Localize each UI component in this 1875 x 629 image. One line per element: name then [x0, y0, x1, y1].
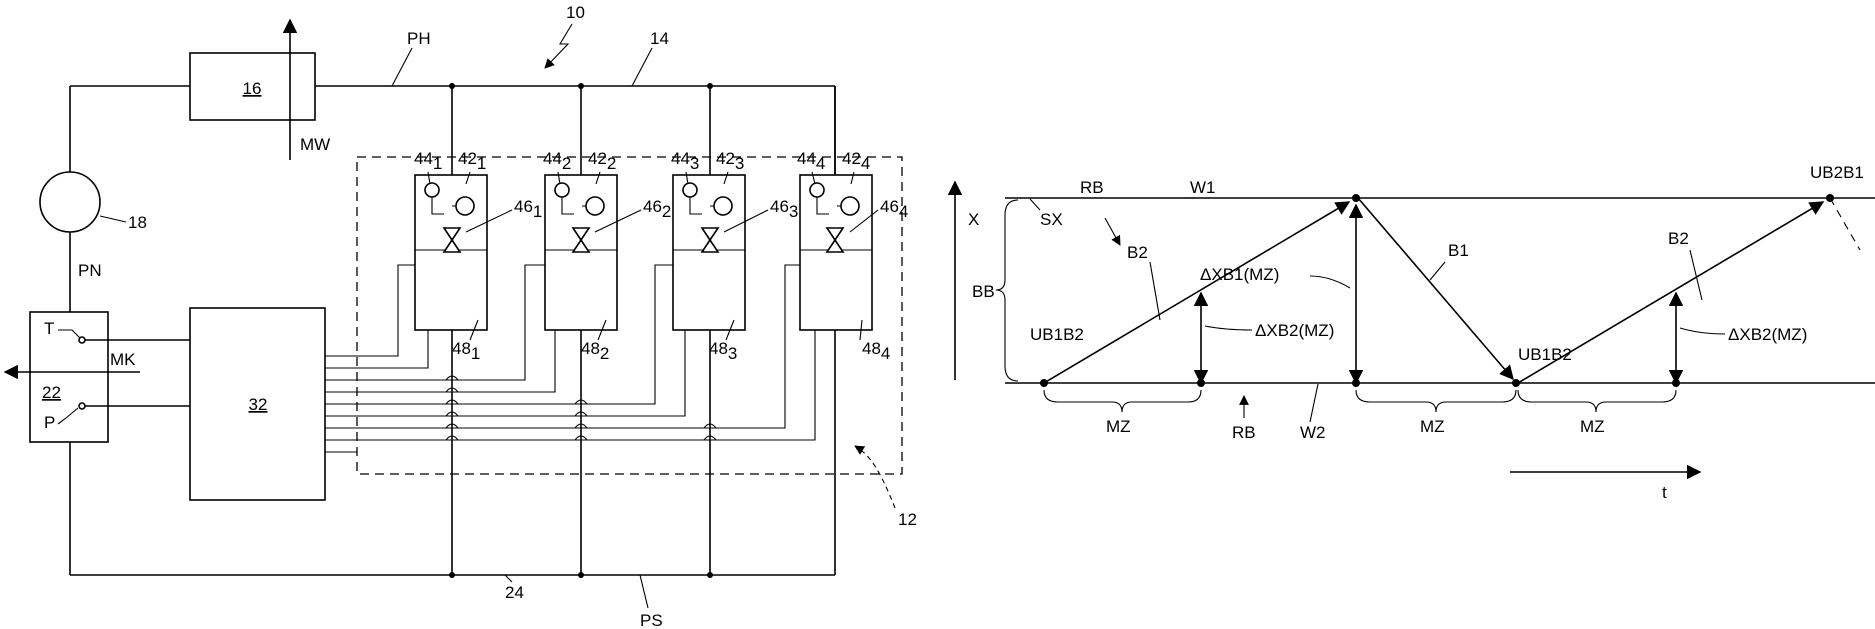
module-1-ref-42: 421: [458, 149, 486, 173]
valve-module-3: 443 423 463 483: [671, 149, 798, 363]
label-24: 24: [505, 583, 524, 602]
module-4-ref-46: 464: [880, 197, 908, 221]
hydraulic-system-diagram: 16 MW PH 10 14 18 PN T 22 P MK 32 12: [5, 3, 917, 629]
component-22-box: [30, 312, 108, 442]
label-dxb2-right: ΔXB2(MZ): [1728, 325, 1807, 344]
label-sx: SX: [1040, 210, 1063, 229]
node-top-1: [1352, 194, 1360, 202]
ref-10-pointer: [545, 24, 572, 68]
label-22: 22: [42, 383, 61, 402]
label-14: 14: [650, 29, 669, 48]
label-dxb2-left: ΔXB2(MZ): [1255, 321, 1334, 340]
label-b2-right: B2: [1668, 229, 1689, 248]
label-w1: W1: [1190, 178, 1216, 197]
label-mw: MW: [300, 135, 330, 154]
label-mk: MK: [110, 350, 136, 369]
label-w2: W2: [1300, 423, 1326, 442]
module-1-ref-46: 461: [514, 197, 542, 221]
module-3-ref-48: 483: [709, 339, 737, 363]
label-18: 18: [128, 213, 147, 232]
node-ub1b2-mid: [1512, 379, 1520, 387]
mz-brace-3: [1518, 390, 1676, 412]
module-1-ref-44: 441: [414, 149, 442, 173]
rb-top-pointer: [1105, 218, 1120, 245]
label-dxb1: ΔXB1(MZ): [1200, 265, 1279, 284]
label-10: 10: [566, 3, 585, 22]
label-pn: PN: [78, 261, 102, 280]
module-3-ref-42: 423: [716, 149, 744, 173]
node-ub2b1: [1826, 194, 1834, 202]
valve-module-2: 442 422 462 482: [543, 149, 671, 363]
label-ps: PS: [640, 611, 663, 629]
valve-module-1: 441 421 461 481: [414, 149, 542, 363]
ref-12-pointer: [855, 446, 895, 508]
module-2-ref-48: 482: [581, 339, 609, 363]
label-b2-left: B2: [1127, 243, 1148, 262]
label-rb-bottom: RB: [1232, 423, 1256, 442]
label-mz-1: MZ: [1106, 417, 1131, 436]
module-4-ref-44: 444: [797, 149, 825, 173]
label-32: 32: [249, 395, 268, 414]
label-t-axis: t: [1662, 483, 1667, 502]
label-ub2b1: UB2B1: [1810, 163, 1864, 182]
label-b1: B1: [1448, 241, 1469, 260]
label-16: 16: [243, 79, 262, 98]
module-1-ref-48: 481: [452, 339, 480, 363]
label-mz-3: MZ: [1580, 417, 1605, 436]
module-4-ref-48: 484: [862, 339, 890, 363]
label-ub1b2-mid: UB1B2: [1518, 345, 1572, 364]
label-p: P: [44, 413, 55, 432]
trajectory-b1: [1358, 198, 1513, 379]
valve-module-4: 444 424 464 484: [797, 149, 908, 363]
mz-brace-2: [1356, 390, 1516, 412]
module-4-ref-42: 424: [842, 149, 870, 173]
timing-diagram: X BB RB W1 SX B2 UB1B2 ΔXB1(MZ): [955, 163, 1875, 502]
label-bb: BB: [972, 282, 995, 301]
pump-18: [40, 172, 100, 232]
module-2-ref-46: 462: [643, 197, 671, 221]
mz-brace-1: [1044, 390, 1201, 412]
label-x: X: [968, 210, 979, 229]
module-risers: [452, 86, 835, 575]
label-ph: PH: [407, 29, 431, 48]
trajectory-continuation: [1830, 198, 1860, 250]
label-mz-2: MZ: [1420, 417, 1445, 436]
bb-brace: [996, 200, 1018, 381]
trajectory-b2-first: [1044, 202, 1349, 383]
label-rb-top: RB: [1080, 178, 1104, 197]
module-2-ref-44: 442: [543, 149, 571, 173]
module-3-ref-46: 463: [770, 197, 798, 221]
label-t: T: [44, 319, 54, 338]
label-ub1b2-left: UB1B2: [1030, 325, 1084, 344]
label-12: 12: [898, 510, 917, 529]
module-3-ref-44: 443: [671, 149, 699, 173]
module-2-ref-42: 422: [588, 149, 616, 173]
node-ub1b2-left: [1040, 379, 1048, 387]
